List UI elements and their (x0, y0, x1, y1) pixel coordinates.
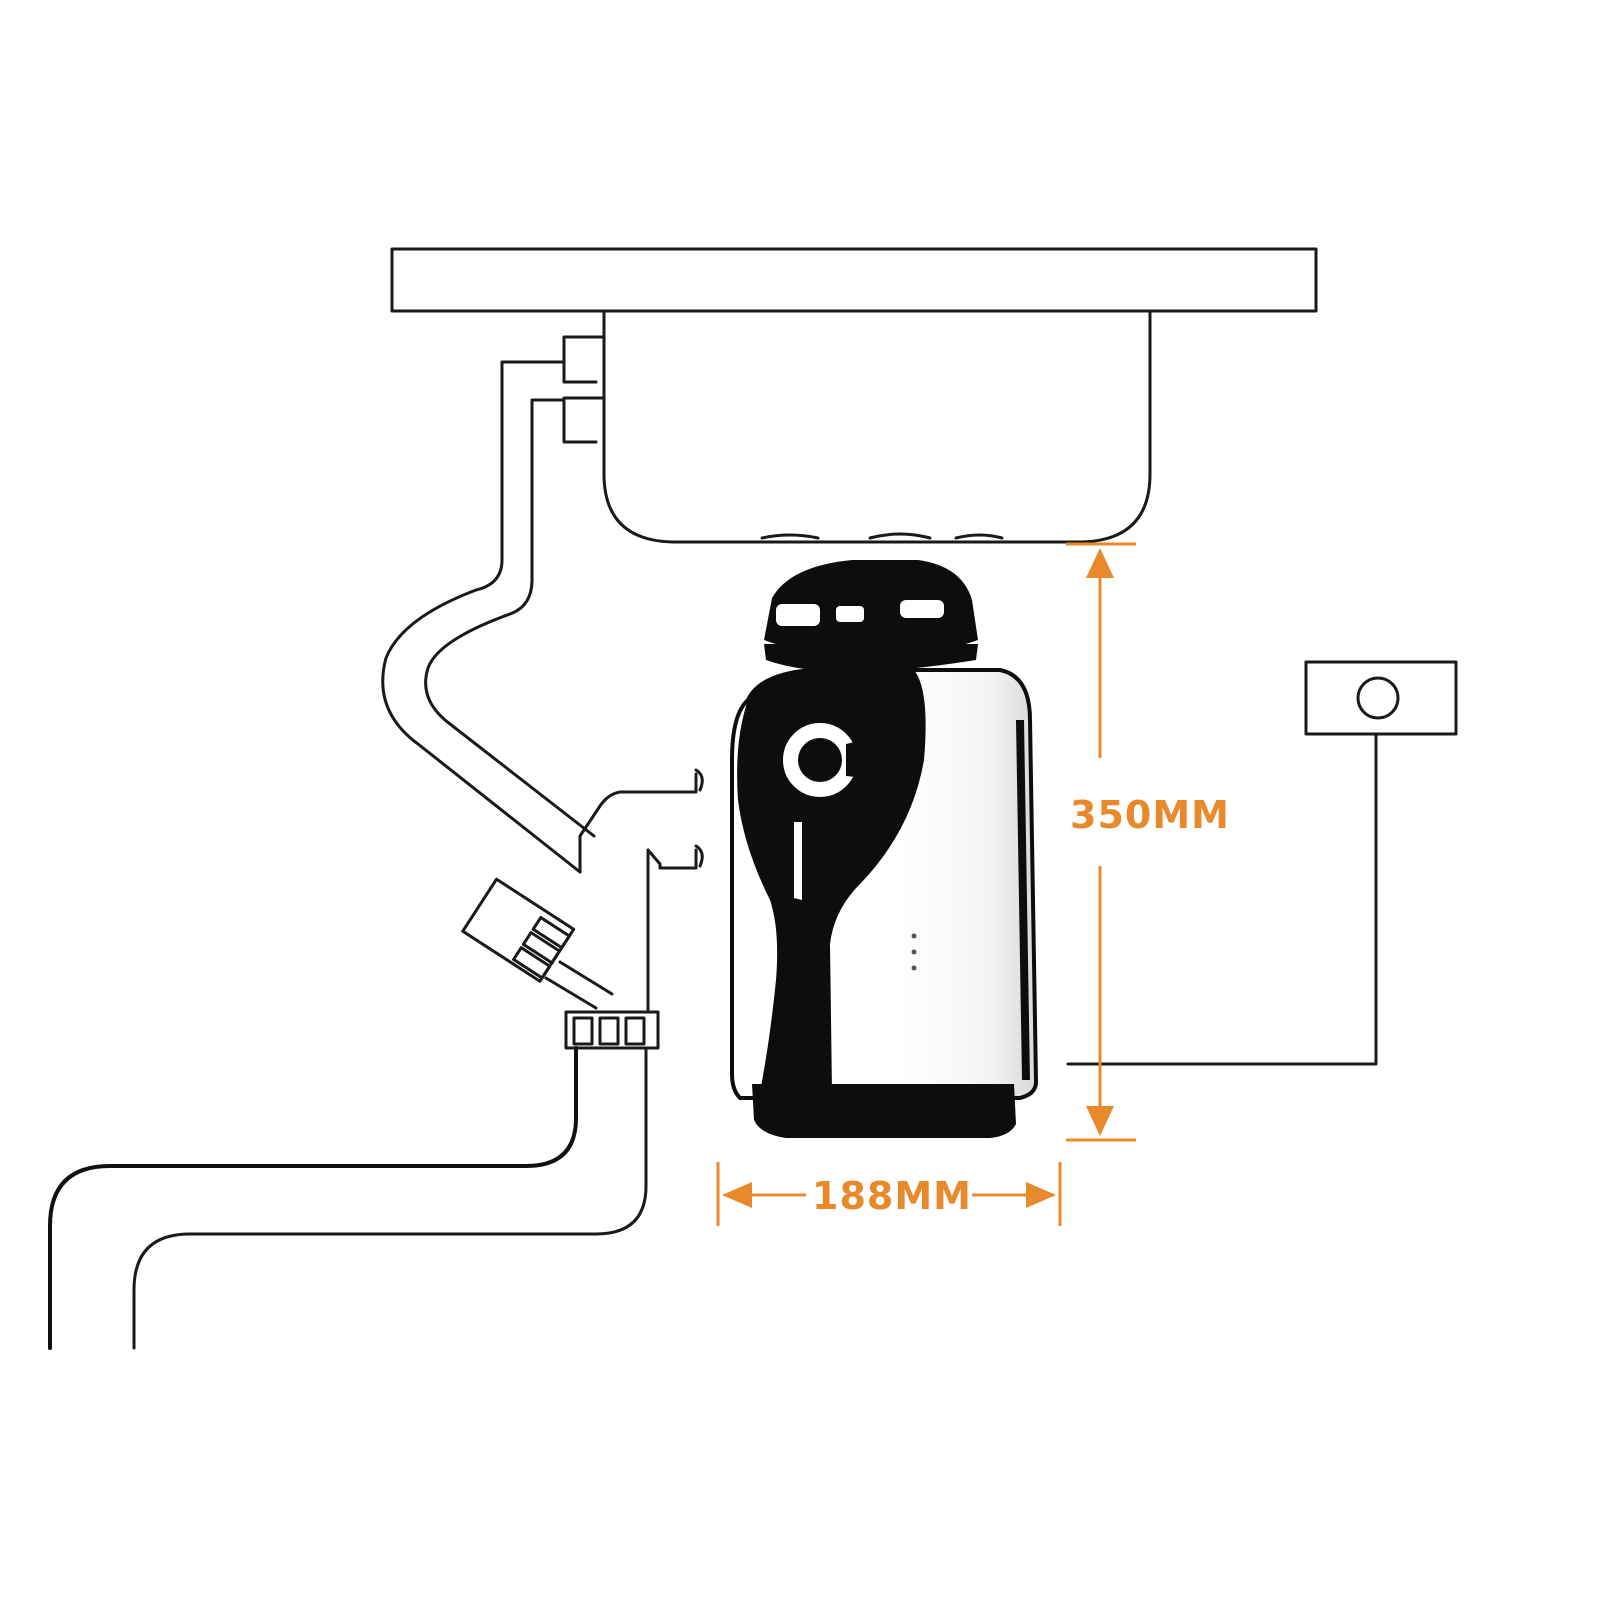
pipe-coupling (564, 1010, 660, 1050)
width-dimension-label: 188MM (812, 1174, 972, 1218)
garbage-disposal-unit (730, 560, 1039, 1138)
wall-switch-icon (1356, 676, 1400, 720)
height-dimension: 350MM (1066, 542, 1230, 1142)
wall-switch (1304, 660, 1458, 736)
power-cable (1066, 732, 1378, 1066)
outlet-pipe (578, 768, 704, 1014)
cleanout-cap (461, 877, 614, 1010)
height-dimension-label: 350MM (1070, 793, 1230, 837)
dishwasher-hose (381, 360, 596, 874)
sink-side-bracket (562, 335, 606, 444)
drain-pipe (48, 1046, 648, 1350)
sink-basin (602, 311, 1152, 544)
countertop (390, 247, 1318, 313)
width-dimension: 188MM (716, 1162, 1062, 1226)
